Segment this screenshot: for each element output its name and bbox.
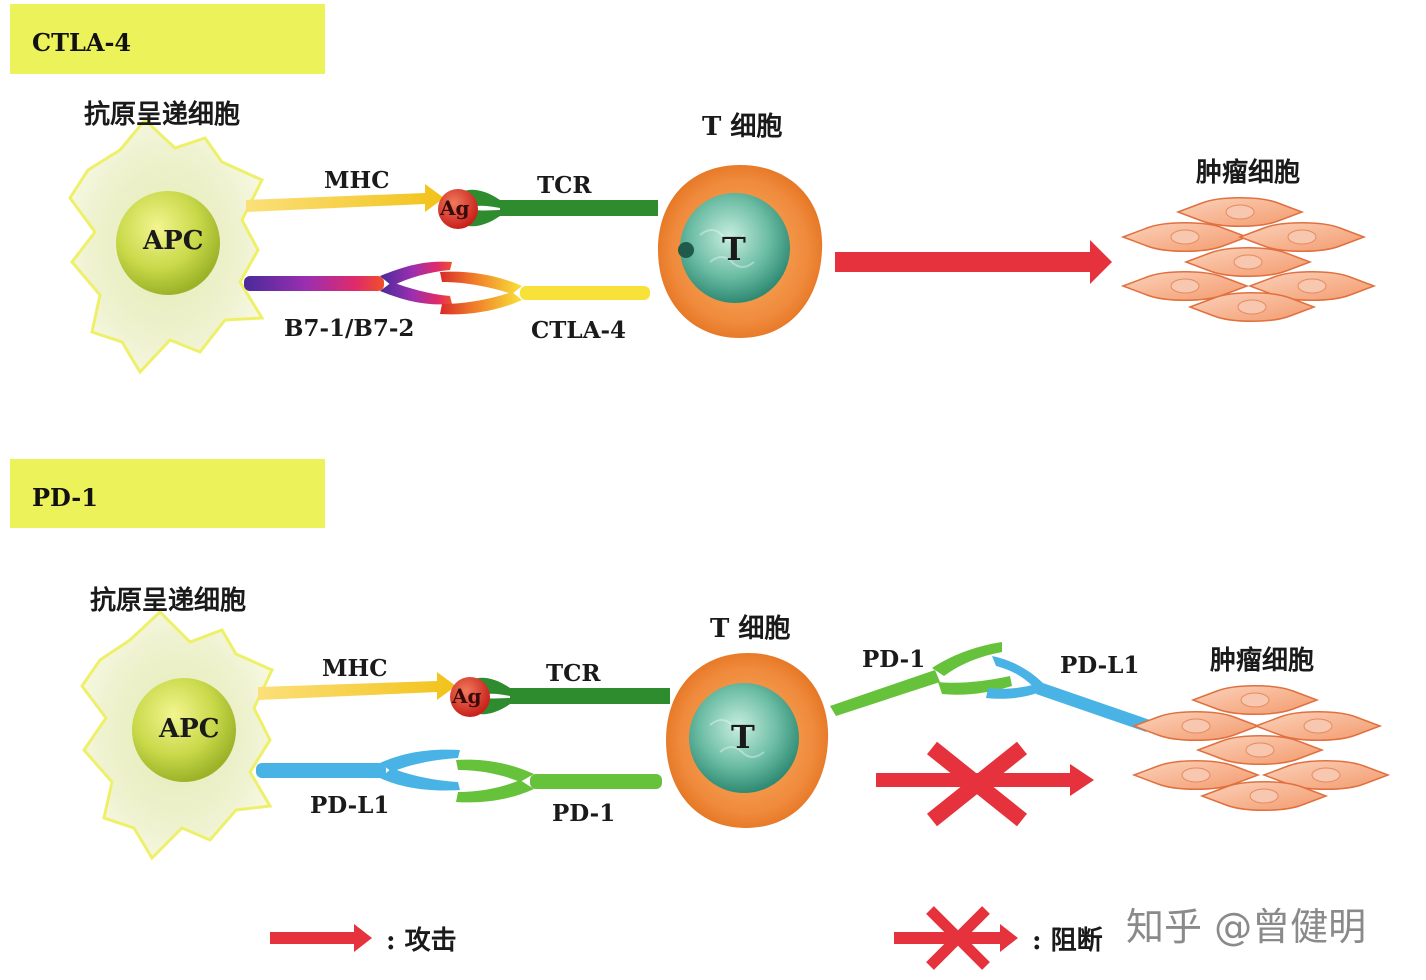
watermark: 知乎 @曾健明 [1126,905,1367,949]
ctla4-t-cell [658,165,823,338]
ctla4-apc-nucleus [116,191,220,295]
pd1-blocked-arrow [876,741,1094,827]
ctla4-mhc-arrow [246,184,444,212]
ctla4-tumor-title: 肿瘤细胞 [1196,158,1301,188]
pd1-apc-nucleus [132,678,236,782]
pd1-mhc-label: MHC [322,655,388,682]
pd1-t-cell [666,653,829,828]
ctla4-b7-label: B7-1/B7-2 [284,315,415,342]
pd1-t-receptor-label: PD-1 [862,646,926,673]
ctla4-tumor-cells [1122,197,1375,322]
pd1-apc-pdl1-ligand [256,749,460,791]
pd1-t-label: T [731,718,755,756]
pd1-antigen [450,677,490,717]
ctla4-apc-cell [68,117,265,375]
legend-block-label: : 阻断 [1032,926,1103,956]
ctla4-t-label: T [722,230,746,268]
ctla4-tcr-label: TCR [537,172,592,199]
pd1-tumor-pdl1-ligand [986,656,1150,732]
ctla4-receptor [440,271,650,315]
ctla4-apc-label: APC [143,226,204,256]
ctla4-attack-arrow [835,240,1112,284]
ctla4-section-tag: CTLA-4 [10,4,325,74]
pd1-apc-label: APC [159,714,220,744]
pd1-tumor-cells [1133,685,1389,811]
ctla4-mhc-label: MHC [324,167,390,194]
pd1-ag-label: Ag [452,684,482,708]
pd1-apc-cell [80,609,275,861]
ctla4-ag-label: Ag [440,196,470,220]
ctla4-b7-ligand [244,261,452,305]
legend-attack-label: : 攻击 [386,926,457,956]
pd1-mhc-arrow [258,672,456,700]
ctla4-receptor-label: CTLA-4 [531,317,626,344]
pd1-tumor-ligand-label: PD-L1 [1060,652,1140,679]
ctla4-t-cell-title: T 细胞 [702,112,783,142]
pd1-section-tag: PD-1 [10,459,325,528]
pd1-tumor-title: 肿瘤细胞 [1210,646,1315,676]
legend [270,906,1018,970]
pd1-t-nucleus [689,683,799,793]
pd1-t-receptor-left [456,759,662,803]
legend-attack-arrow [270,924,372,952]
ctla4-t-nucleus [680,193,790,303]
ctla4-panel [68,117,1375,375]
ctla4-section-label: CTLA-4 [32,28,132,57]
pd1-apc-title: 抗原呈递细胞 [90,586,247,616]
ctla4-apc-title: 抗原呈递细胞 [84,100,241,130]
pd1-tcr-label: TCR [546,660,601,687]
pd1-apc-ligand-label: PD-L1 [310,792,390,819]
pd1-panel [80,609,1389,861]
pd1-receptor-label: PD-1 [552,800,616,827]
pd1-section-label: PD-1 [32,483,98,512]
legend-block-symbol [894,906,1018,970]
ctla4-antigen [438,189,478,229]
pd1-t-cell-title: T 细胞 [710,614,791,644]
